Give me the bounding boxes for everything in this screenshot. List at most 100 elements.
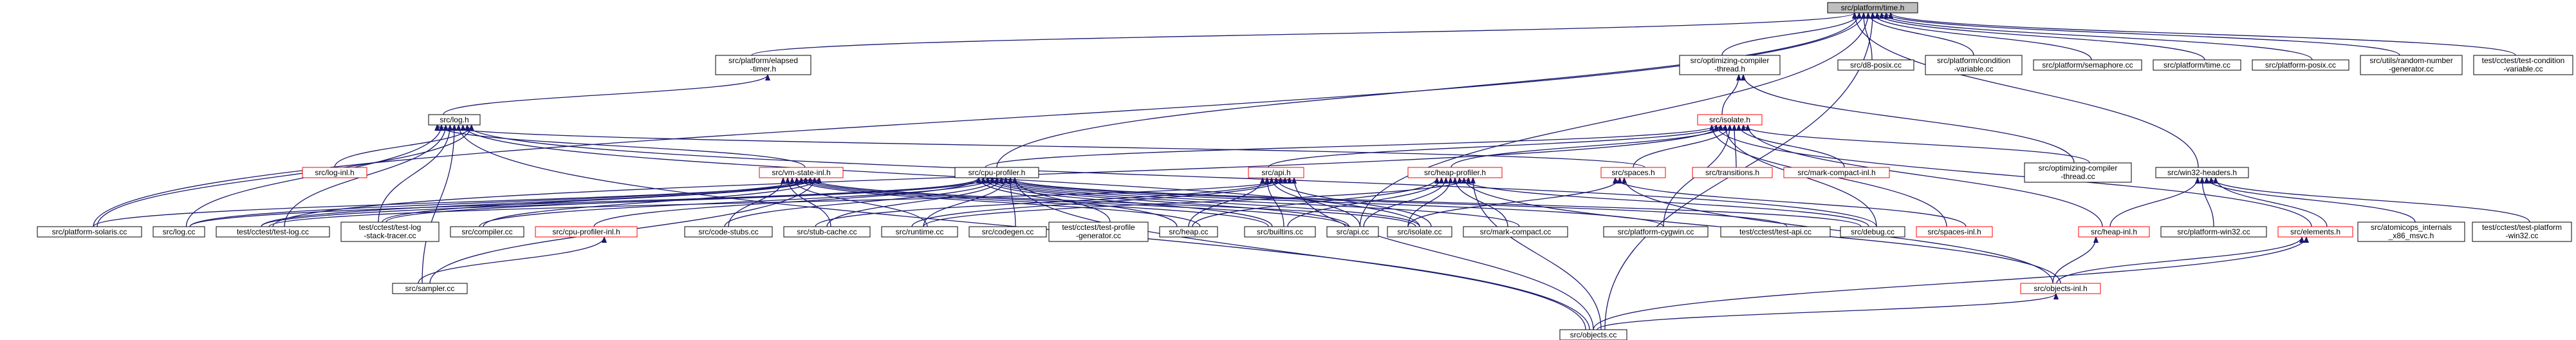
node-api_cc[interactable]: src/api.cc bbox=[1326, 226, 1379, 238]
edge-objects_cc-to-cpu_profiler_h bbox=[1015, 178, 1586, 330]
node-opt_compiler_thread_h[interactable]: src/optimizing-compiler-thread.h bbox=[1679, 55, 1781, 75]
node-time_h[interactable]: src/platform/time.h bbox=[1827, 2, 1918, 14]
node-objects_inl_h[interactable]: src/objects-inl.h bbox=[2020, 283, 2101, 294]
node-test_profile_gen[interactable]: test/cctest/test-profile-generator.cc bbox=[1048, 222, 1149, 242]
node-platform_cygwin[interactable]: src/platform-cygwin.cc bbox=[1603, 226, 1709, 238]
edge-win32_headers_h-to-time_h bbox=[1855, 13, 2199, 168]
node-atomicops[interactable]: src/atomicops_internals_x86_msvc.h bbox=[2357, 222, 2465, 242]
node-label: test/cctest/test-api.cc bbox=[1739, 227, 1812, 236]
node-label: src/spaces-inl.h bbox=[1927, 227, 1981, 236]
node-box bbox=[1679, 55, 1781, 75]
node-box bbox=[1559, 329, 1627, 340]
node-platform_posix[interactable]: src/platform-posix.cc bbox=[2252, 59, 2349, 71]
node-stub_cache[interactable]: src/stub-cache.cc bbox=[783, 226, 871, 238]
node-label: -thread.cc bbox=[2061, 172, 2095, 181]
node-label: src/runtime.cc bbox=[896, 227, 944, 236]
node-label: src/platform-solaris.cc bbox=[52, 227, 127, 236]
edge-objects_cc-to-elements_h bbox=[1593, 237, 2306, 330]
node-debug_cc[interactable]: src/debug.cc bbox=[1840, 226, 1905, 238]
edge-heap_cc-to-vm_state_inl_h bbox=[797, 177, 1201, 227]
node-test_api[interactable]: test/cctest/test-api.cc bbox=[1720, 226, 1831, 238]
node-sampler_cc[interactable]: src/sampler.cc bbox=[392, 283, 468, 294]
node-box bbox=[881, 226, 958, 238]
node-platform_win32[interactable]: src/platform-win32.cc bbox=[2160, 226, 2267, 238]
node-spaces_inl_h[interactable]: src/spaces-inl.h bbox=[1916, 226, 1993, 238]
edge-isolate_cc-to-spaces_h bbox=[1407, 177, 1620, 227]
node-label: src/win32-headers.h bbox=[2167, 168, 2237, 177]
node-d8_posix[interactable]: src/d8-posix.cc bbox=[1837, 59, 1914, 71]
node-test_log_stack_tracer[interactable]: test/cctest/test-log-stack-tracer.cc bbox=[340, 222, 440, 242]
node-label: src/cpu-profiler.h bbox=[968, 168, 1026, 177]
edge-log_h-to-elapsed_timer_h bbox=[443, 74, 768, 115]
edge-heap_cc-to-api_h bbox=[1188, 177, 1263, 227]
node-isolate_cc[interactable]: src/isolate.cc bbox=[1387, 226, 1452, 238]
node-compiler_cc[interactable]: src/compiler.cc bbox=[450, 226, 524, 238]
edge-isolate_cc-to-log_h bbox=[463, 125, 1420, 227]
edge-spaces_inl_h-to-spaces_h bbox=[1615, 177, 1967, 227]
node-test_condition[interactable]: test/cctest/test-condition-variable.cc bbox=[2473, 55, 2573, 75]
node-label: test/cctest/test-log bbox=[359, 223, 422, 232]
node-box bbox=[302, 167, 367, 178]
node-heap_profiler_h[interactable]: src/heap-profiler.h bbox=[1407, 167, 1503, 178]
edge-stub_cache-to-api_h bbox=[815, 177, 1281, 227]
node-box bbox=[535, 226, 638, 238]
node-code_stubs[interactable]: src/code-stubs.cc bbox=[684, 226, 773, 238]
node-runtime_cc[interactable]: src/runtime.cc bbox=[881, 226, 958, 238]
node-label: src/heap.cc bbox=[1169, 227, 1208, 236]
node-test_log[interactable]: test/cctest/test-log.cc bbox=[216, 226, 330, 238]
edge-mark_compact_cc-to-cpu_profiler_h bbox=[997, 177, 1520, 227]
edge-mark_compact_inl_h-to-isolate_h bbox=[1739, 124, 1845, 168]
node-time_cc[interactable]: src/platform/time.cc bbox=[2153, 59, 2241, 71]
node-log_cc[interactable]: src/log.cc bbox=[153, 226, 205, 238]
node-cpu_profiler_h[interactable]: src/cpu-profiler.h bbox=[954, 167, 1039, 178]
node-label: src/cpu-profiler-inl.h bbox=[552, 227, 620, 236]
node-codegen_cc[interactable]: src/codegen.cc bbox=[968, 226, 1047, 238]
node-platform_solaris[interactable]: src/platform-solaris.cc bbox=[37, 226, 142, 238]
node-box bbox=[1837, 59, 1914, 71]
node-mark_compact_inl_h[interactable]: src/mark-compact-inl.h bbox=[1783, 167, 1890, 178]
edge-transitions_h-to-isolate_h bbox=[1734, 125, 1736, 168]
edge-elapsed_timer_h-to-time_h bbox=[751, 12, 1855, 56]
edge-api_cc-to-heap_profiler_h bbox=[1363, 177, 1446, 227]
node-isolate_h[interactable]: src/isolate.h bbox=[1697, 114, 1763, 126]
node-transitions_h[interactable]: src/transitions.h bbox=[1692, 167, 1773, 178]
edge-heap_inl_h-to-isolate_h bbox=[1748, 125, 2103, 227]
node-box bbox=[1925, 55, 2023, 75]
node-spaces_h[interactable]: src/spaces.h bbox=[1600, 167, 1666, 178]
node-box bbox=[2033, 59, 2142, 71]
node-box bbox=[2020, 283, 2101, 294]
node-log_inl_h[interactable]: src/log-inl.h bbox=[302, 167, 367, 178]
node-log_h[interactable]: src/log.h bbox=[428, 114, 481, 126]
node-label: src/transitions.h bbox=[1705, 168, 1759, 177]
node-builtins_cc[interactable]: src/builtins.cc bbox=[1244, 226, 1316, 238]
node-box bbox=[715, 55, 811, 75]
edge-debug_cc-to-log_h bbox=[467, 125, 1877, 227]
node-heap_inl_h[interactable]: src/heap-inl.h bbox=[2078, 226, 2150, 238]
node-test_platform_win32[interactable]: test/cctest/test-platform-win32.cc bbox=[2472, 222, 2572, 242]
edge-time_cc-to-time_h bbox=[1877, 12, 2205, 61]
node-heap_cc[interactable]: src/heap.cc bbox=[1159, 226, 1218, 238]
node-mark_compact_cc[interactable]: src/mark-compact.cc bbox=[1463, 226, 1568, 238]
edge-vm_state_inl_h-to-log_h bbox=[437, 124, 806, 168]
node-random_gen[interactable]: src/utils/random-number-generator.cc bbox=[2360, 55, 2463, 75]
node-box bbox=[340, 222, 440, 242]
node-label: src/api.cc bbox=[1337, 227, 1369, 236]
node-api_h[interactable]: src/api.h bbox=[1248, 167, 1304, 178]
node-box bbox=[392, 283, 468, 294]
node-elements_h[interactable]: src/elements.h bbox=[2277, 226, 2353, 238]
edge-builtins_cc-to-cpu_profiler_h bbox=[983, 177, 1273, 227]
node-cpu_profiler_inl_h[interactable]: src/cpu-profiler-inl.h bbox=[535, 226, 638, 238]
node-semaphore[interactable]: src/platform/semaphore.cc bbox=[2033, 59, 2142, 71]
edge-stub_cache-to-cpu_profiler_h bbox=[826, 177, 1001, 227]
edge-opt_compiler_thread_cc-to-opt_compiler_thread_h bbox=[1743, 75, 2075, 164]
node-elapsed_timer_h[interactable]: src/platform/elapsed-timer.h bbox=[715, 55, 811, 75]
node-condition_variable[interactable]: src/platform/condition-variable.cc bbox=[1925, 55, 2023, 75]
node-win32_headers_h[interactable]: src/win32-headers.h bbox=[2155, 167, 2249, 178]
node-label: src/optimizing-compiler bbox=[2039, 164, 2118, 173]
node-vm_state_inl_h[interactable]: src/vm-state-inl.h bbox=[759, 167, 844, 178]
node-objects_cc[interactable]: src/objects.cc bbox=[1559, 329, 1627, 340]
node-opt_compiler_thread_cc[interactable]: src/optimizing-compiler-thread.cc bbox=[2024, 162, 2132, 183]
edge-isolate_h-to-opt_compiler_thread_h bbox=[1721, 75, 1739, 115]
node-label: -variable.cc bbox=[2503, 64, 2543, 73]
